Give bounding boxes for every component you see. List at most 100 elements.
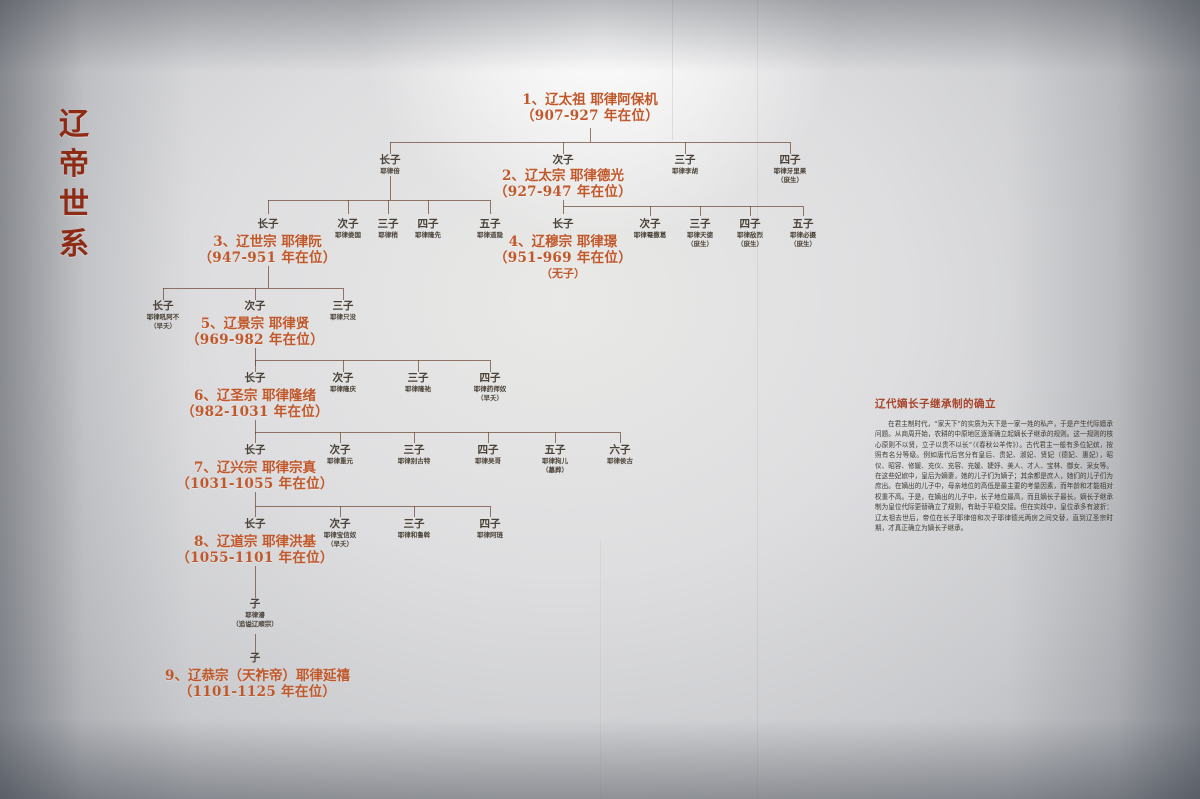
- connector: [255, 360, 256, 372]
- son-node-yelv-yansage: 次子 耶律罨撒葛: [620, 218, 680, 240]
- son-name: 耶律重元: [327, 457, 353, 465]
- connector: [563, 142, 564, 154]
- son-name: 耶律宝信奴: [323, 531, 357, 539]
- connector: [490, 360, 491, 372]
- son-rank: 四子: [417, 218, 439, 230]
- son-node-yelv-dilie: 四子 耶律敌烈 （庶生）: [720, 218, 780, 249]
- connector: [390, 142, 391, 154]
- son-rank: 三子: [377, 218, 399, 230]
- emperor-node-liao-taizu: 1、辽太祖 耶律阿保机 （907-927 年在位）: [415, 92, 765, 124]
- connector: [255, 566, 256, 598]
- emperor-reign: （927-947 年在位）: [493, 184, 633, 200]
- son-rank: 次子: [337, 218, 359, 230]
- connector: [255, 360, 490, 361]
- connector: [490, 506, 491, 517]
- connector: [563, 200, 564, 214]
- son-node-yelv-daoyin: 五子 耶律道隐: [460, 218, 520, 240]
- emperor-name: 6、辽圣宗 耶律隆绪: [193, 388, 317, 404]
- info-panel-title: 辽代嫡长子继承制的确立: [875, 398, 996, 410]
- son-node-yelv-zhimo: 三子 耶律只没: [303, 300, 383, 322]
- son-rank-node-xingzong: 长子: [215, 444, 295, 457]
- son-node-yelv-shao: 三子 耶律稍: [358, 218, 418, 240]
- son-note: （墓葬）: [542, 466, 568, 474]
- son-node-yelv-yaliguo: 四子 耶律牙里果 （庶生）: [750, 154, 830, 185]
- emperor-reign: （951-969 年在位）: [493, 250, 633, 266]
- emperor-node-liao-xingzong: 7、辽兴宗 耶律宗真 （1031-1055 年在位）: [135, 460, 375, 492]
- son-rank: 三子: [332, 300, 354, 312]
- son-name: 耶律吼阿不: [146, 313, 180, 321]
- emperor-name: 2、辽太宗 耶律德光: [501, 168, 625, 184]
- son-name: 耶律和鲁斡: [397, 531, 431, 539]
- son-name: 耶律隆先: [415, 231, 441, 239]
- emperor-name: 7、辽兴宗 耶律宗真: [193, 460, 317, 476]
- connector: [803, 206, 804, 216]
- son-rank-node-shengzong: 长子: [215, 372, 295, 385]
- connector: [555, 432, 556, 443]
- son-rank: 四子: [739, 218, 761, 230]
- son-node-yelv-chongyuan: 次子 耶律重元: [310, 444, 370, 466]
- son-node-yelv-biegute: 三子 耶律别古特: [384, 444, 444, 466]
- son-rank: 次子: [332, 372, 354, 384]
- connector: [255, 348, 256, 366]
- son-name: 耶律只没: [330, 313, 356, 321]
- son-rank: 次子: [329, 518, 351, 530]
- emperor-reign: （1101-1125 年在位）: [178, 684, 337, 700]
- son-rank: 长子: [244, 444, 266, 456]
- son-rank: 子: [249, 598, 261, 610]
- emperor-node-liao-daozong: 8、辽道宗 耶律洪基 （1055-1101 年在位）: [135, 534, 375, 566]
- son-rank: 五子: [544, 444, 566, 456]
- board-title-char-2: 帝: [59, 147, 91, 182]
- emperor-reign: （947-951 年在位）: [198, 250, 337, 266]
- son-rank: 四子: [779, 154, 801, 166]
- son-rank: 三子: [689, 218, 711, 230]
- connector: [255, 506, 490, 507]
- son-note: （早夭）: [477, 394, 503, 402]
- son-node-yelv-heluwo: 三子 耶律和鲁斡: [384, 518, 444, 540]
- son-note: （庶生）: [777, 176, 803, 184]
- son-node-yelv-houabu: 长子 耶律吼阿不 （早夭）: [123, 300, 203, 331]
- son-node-yelv-longxian: 四子 耶律隆先: [398, 218, 458, 240]
- son-rank: 四子: [479, 372, 501, 384]
- son-rank: 三子: [403, 518, 425, 530]
- connector: [620, 432, 621, 443]
- son-rank-node-tianzuodi: 子: [215, 652, 295, 665]
- son-name: 耶律吴哥: [475, 457, 501, 465]
- son-rank: 三子: [407, 372, 429, 384]
- son-rank: 次子: [552, 154, 574, 166]
- son-name: 耶律倍: [380, 167, 400, 175]
- son-rank: 四子: [479, 518, 501, 530]
- connector: [255, 492, 256, 506]
- connector: [340, 506, 341, 517]
- emperor-node-liao-taizong: 2、辽太宗 耶律德光 （927-947 年在位）: [448, 168, 678, 200]
- son-rank: 长子: [257, 218, 279, 230]
- son-rank: 长子: [244, 372, 266, 384]
- son-name: 耶律药师奴: [473, 385, 507, 393]
- son-rank-node-daozong: 长子: [215, 518, 295, 531]
- connector: [490, 200, 491, 214]
- emperor-reign: （982-1031 年在位）: [181, 404, 329, 420]
- son-rank: 长子: [244, 518, 266, 530]
- board-title-char-4: 系: [59, 227, 91, 262]
- emperor-reign: （1055-1101 年在位）: [176, 550, 334, 566]
- connector: [650, 206, 651, 216]
- emperor-name: 9、辽恭宗（天祚帝）耶律延禧: [165, 668, 350, 684]
- connector: [418, 360, 419, 372]
- son-rank: 五子: [792, 218, 814, 230]
- son-rank: 次子: [244, 300, 266, 312]
- connector: [750, 206, 751, 216]
- connector: [255, 506, 256, 517]
- emperor-name: 4、辽穆宗 耶律璟: [508, 234, 618, 250]
- son-note: （早夭）: [150, 322, 176, 330]
- board-title-char-3: 世: [59, 187, 91, 222]
- son-name: 耶律天德: [687, 231, 713, 239]
- board-vertical-title: 辽 帝 世 系: [52, 105, 98, 265]
- son-note: （追谥辽顺宗）: [232, 620, 278, 628]
- connector: [255, 432, 256, 443]
- emperor-node-liao-shizong: 3、辽世宗 耶律阮 （947-951 年在位）: [155, 234, 380, 266]
- son-rank: 长子: [552, 218, 574, 230]
- son-rank: 次子: [639, 218, 661, 230]
- connector: [563, 206, 803, 207]
- son-rank-node-jingzong: 次子: [215, 300, 295, 313]
- connector: [343, 360, 344, 372]
